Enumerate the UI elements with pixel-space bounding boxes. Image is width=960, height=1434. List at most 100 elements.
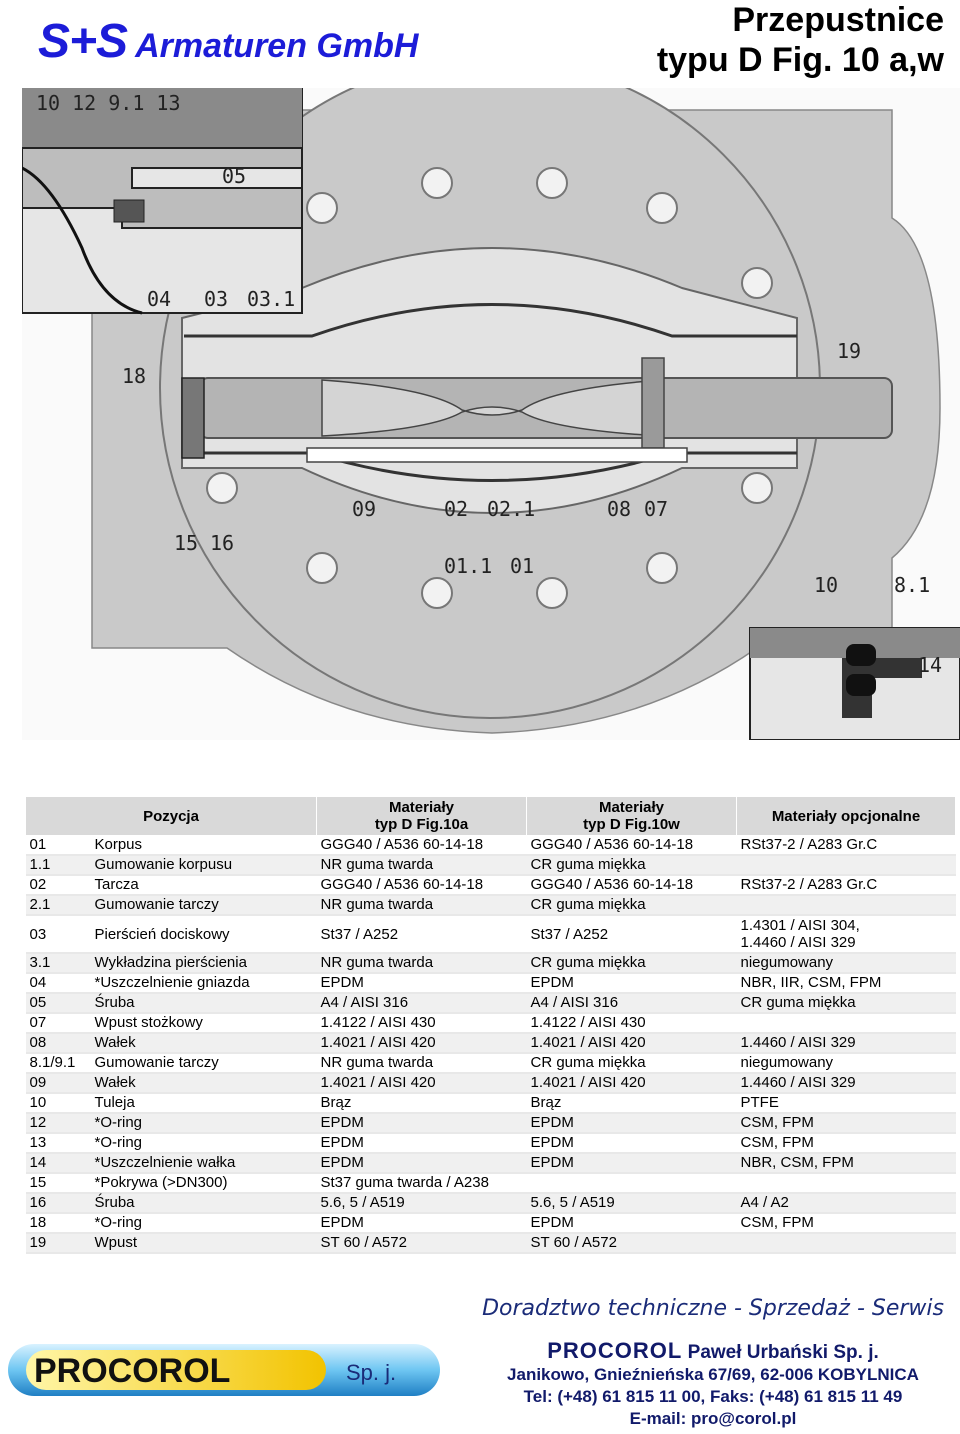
cell-part-name: *Pokrywa (>DN300) — [90, 1173, 317, 1194]
header-materials-10w-line2: typ D Fig.10w — [583, 816, 680, 833]
cell-material-10a: EPDM — [316, 1213, 527, 1234]
cell-position: 04 — [25, 973, 91, 994]
footer-slogan: Doradztwo techniczne - Sprzedaż - Serwis — [482, 1296, 944, 1321]
header-materials-10w-line1: Materiały — [598, 799, 665, 816]
cell-position: 19 — [25, 1233, 91, 1254]
cell-optional-material: NBR, IIR, CSM, FPM — [736, 973, 956, 994]
company-address: Janikowo, Gnieźnieńska 67/69, 62-006 KOB… — [507, 1365, 919, 1384]
cell-material-10w: ST 60 / A572 — [526, 1233, 737, 1254]
cell-material-10a: GGG40 / A536 60-14-18 — [316, 835, 527, 856]
cell-optional-material — [736, 1173, 956, 1194]
cell-position: 8.1/9.1 — [25, 1053, 91, 1074]
cell-optional-material: RSt37-2 / A283 Gr.C — [736, 835, 956, 856]
cell-position: 12 — [25, 1113, 91, 1134]
cell-material-10w: EPDM — [526, 973, 737, 994]
cell-material-10a: NR guma twarda — [316, 895, 527, 916]
cell-material-10w: EPDM — [526, 1113, 737, 1134]
title-line-1: Przepustnice — [732, 1, 944, 39]
cell-optional-line1: 1.4301 / AISI 304, — [740, 917, 860, 934]
cell-material-10w: 1.4021 / AISI 420 — [526, 1073, 737, 1094]
cell-material-10a: 5.6, 5 / A519 — [316, 1193, 527, 1214]
cell-material-10w: GGG40 / A536 60-14-18 — [526, 875, 737, 896]
cell-part-name: Wpust stożkowy — [90, 1013, 317, 1034]
cell-optional-material: RSt37-2 / A283 Gr.C — [736, 875, 956, 896]
cell-material-10a: 1.4021 / AISI 420 — [316, 1073, 527, 1094]
cell-position: 10 — [25, 1093, 91, 1114]
cell-position: 03 — [25, 915, 91, 954]
cell-material-10a: ST 60 / A572 — [316, 1233, 527, 1254]
cell-material-10a: NR guma twarda — [316, 953, 527, 974]
company-phone: Tel: (+48) 61 815 11 00, Faks: (+48) 61 … — [523, 1387, 903, 1406]
cell-part-name: *O-ring — [90, 1113, 317, 1134]
cell-material-10w: 1.4021 / AISI 420 — [526, 1033, 737, 1054]
cell-part-name: Wałek — [90, 1073, 317, 1094]
cell-position: 15 — [25, 1173, 91, 1194]
cell-material-10w — [526, 1173, 737, 1194]
cell-material-10w: 5.6, 5 / A519 — [526, 1193, 737, 1214]
cell-material-10w: EPDM — [526, 1133, 737, 1154]
ss-logo: S+S — [38, 15, 128, 68]
cell-part-name: Wykładzina pierścienia — [90, 953, 317, 974]
cell-material-10w: A4 / AISI 316 — [526, 993, 737, 1014]
cell-part-name: Gumowanie tarczy — [90, 1053, 317, 1074]
cell-optional-material — [736, 855, 956, 876]
cell-material-10a: St37 / A252 — [316, 915, 527, 954]
label-15: 15 — [174, 531, 198, 555]
cell-material-10a: A4 / AISI 316 — [316, 993, 527, 1014]
cell-optional-material — [736, 1013, 956, 1034]
valve-technical-drawing: 10 12 9.1 13 05 04 03 03.1 18 19 09 02 0… — [22, 88, 960, 740]
cell-material-10a: GGG40 / A536 60-14-18 — [316, 875, 527, 896]
logo-suffix: Sp. j. — [346, 1360, 396, 1385]
cell-position: 1.1 — [25, 855, 91, 876]
cell-optional-material: CSM, FPM — [736, 1133, 956, 1154]
header-materials-10a-line2: typ D Fig.10a — [374, 816, 469, 833]
cell-material-10a: EPDM — [316, 1153, 527, 1174]
cell-position: 02 — [25, 875, 91, 896]
label-19: 19 — [837, 339, 861, 363]
cell-material-10w: EPDM — [526, 1213, 737, 1234]
company-brand-name: PROCOROL — [547, 1338, 683, 1363]
cell-position: 14 — [25, 1153, 91, 1174]
cell-material-10w: CR guma miękka — [526, 895, 737, 916]
cell-optional-material: 1.4460 / AISI 329 — [736, 1033, 956, 1054]
cell-position: 07 — [25, 1013, 91, 1034]
cell-material-10a: Brąz — [316, 1093, 527, 1114]
label-03: 03 — [204, 287, 228, 311]
company-email: E-mail: pro@corol.pl — [629, 1409, 797, 1428]
cell-part-name: Śruba — [90, 1193, 317, 1214]
label-8-1: 8.1 — [894, 573, 930, 597]
title-line-2: typu D Fig. 10 a,w — [656, 41, 944, 79]
header-optional: Materiały opcjonalne — [736, 796, 956, 836]
cell-material-10w: CR guma miękka — [526, 953, 737, 974]
cell-position: 05 — [25, 993, 91, 1014]
cell-part-name: Gumowanie korpusu — [90, 855, 317, 876]
cell-part-name: Gumowanie tarczy — [90, 895, 317, 916]
label-10-12-91-13: 10 12 9.1 13 — [36, 91, 181, 115]
cell-part-name: Wałek — [90, 1033, 317, 1054]
cell-part-name: Tarcza — [90, 875, 317, 896]
cell-part-name: *O-ring — [90, 1213, 317, 1234]
cell-part-name: Pierścień dociskowy — [90, 915, 317, 954]
cell-material-10a: St37 guma twarda / A238 — [316, 1173, 527, 1194]
cell-optional-material: A4 / A2 — [736, 1193, 956, 1214]
cell-material-10w: St37 / A252 — [526, 915, 737, 954]
label-07: 07 — [644, 497, 668, 521]
cell-position: 18 — [25, 1213, 91, 1234]
cell-optional-material: CR guma miękka — [736, 993, 956, 1014]
cell-position: 13 — [25, 1133, 91, 1154]
cell-position: 3.1 — [25, 953, 91, 974]
